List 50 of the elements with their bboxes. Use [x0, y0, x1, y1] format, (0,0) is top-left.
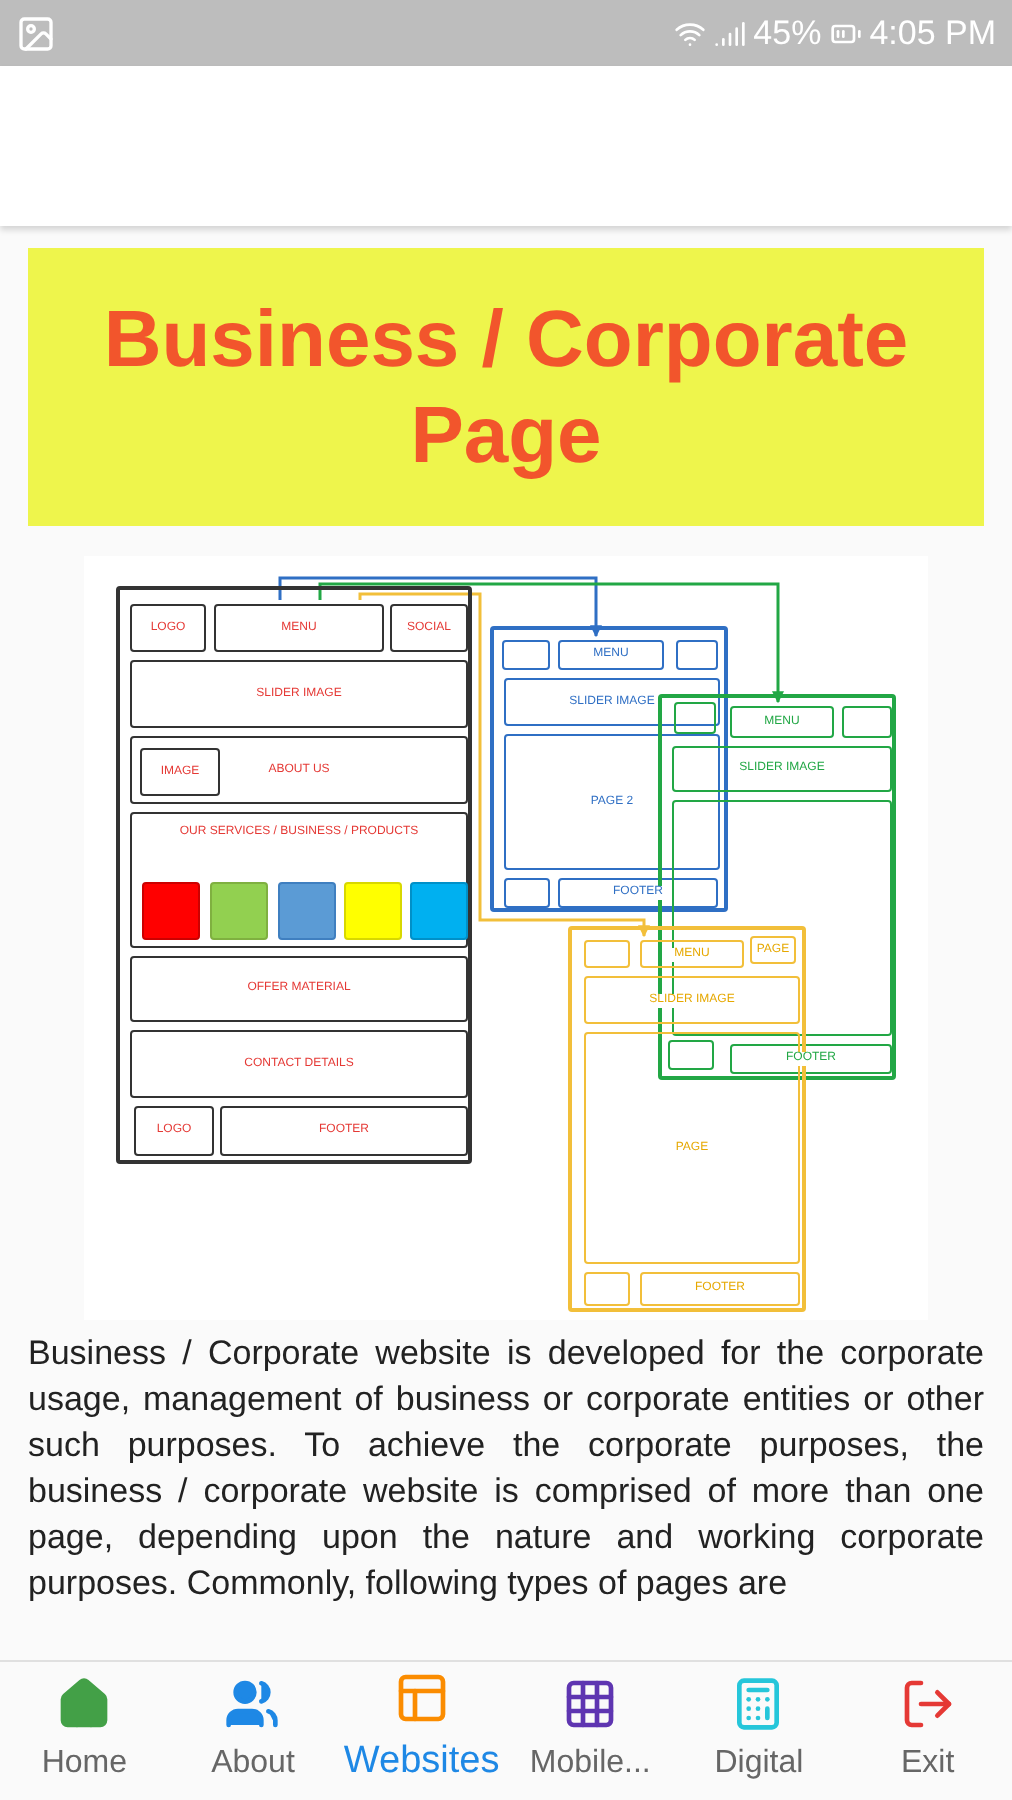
wireframe-section: [130, 956, 468, 1022]
nav-tab: Websites: [337, 1662, 506, 1800]
color-block: [410, 882, 468, 940]
nav-tab: Mobile...: [505, 1662, 675, 1800]
wireframe-section: [130, 660, 468, 728]
page-wireframe: [116, 586, 472, 1164]
wireframe-section: [140, 748, 220, 796]
wireframe-section: [390, 604, 468, 652]
wireframe-box: [674, 702, 716, 734]
wireframe-section: [558, 878, 718, 908]
page-title: Business / Corporate Page: [101, 293, 911, 483]
wireframe-section: [750, 936, 796, 964]
wireframe-section: [584, 976, 800, 1024]
wireframe-section: [130, 1030, 468, 1098]
wireframe-section: [130, 604, 206, 652]
connector-arrow: [358, 592, 650, 938]
wireframe-section: [504, 734, 720, 870]
wireframe-box: [584, 1272, 630, 1306]
wireframe-box: [668, 1040, 714, 1070]
nav-tab: Exit: [843, 1662, 1012, 1800]
wireframe-box: [676, 640, 718, 670]
wireframe-box: [584, 940, 630, 968]
wireframe-section: [672, 746, 892, 792]
page-wireframe: [490, 626, 728, 912]
color-block: [344, 882, 402, 940]
connector-arrow: [278, 576, 602, 638]
wireframe-section: [220, 1106, 468, 1156]
color-block: [278, 882, 336, 940]
wireframe-section: [640, 1272, 800, 1306]
wireframe-section: [730, 1044, 892, 1074]
wireframe-section: [730, 706, 834, 738]
wireframe-section: [214, 604, 384, 652]
wireframe-box: [502, 640, 550, 670]
wireframe-section: [130, 812, 468, 948]
wireframe-section: [504, 678, 720, 726]
wireframe-box: [842, 706, 892, 738]
wireframe-section: [130, 736, 468, 804]
color-block: [210, 882, 268, 940]
battery-percent: 45%: [753, 11, 822, 56]
wireframe-box: [504, 878, 550, 908]
clock-time: 4:05 PM: [869, 11, 996, 56]
description-paragraph: Business / Corporate website is developed for the corporate usage, management of business or corporate entities or other such purposes. To achieve the corporate purposes, the business / corporate website is comprised of more than one page, depending upon the nature and working corporate purposes. Commonly, following types of pages are: [28, 1332, 984, 1606]
wireframe-section: [134, 1106, 214, 1156]
connector-arrow: [318, 582, 784, 704]
nav-tab: Home: [0, 1662, 169, 1800]
wireframe-section: [640, 940, 744, 968]
nav-tab: Digital: [674, 1662, 844, 1800]
color-block: [142, 882, 200, 940]
wireframe-section: [558, 640, 664, 670]
nav-tab: About: [168, 1662, 338, 1800]
